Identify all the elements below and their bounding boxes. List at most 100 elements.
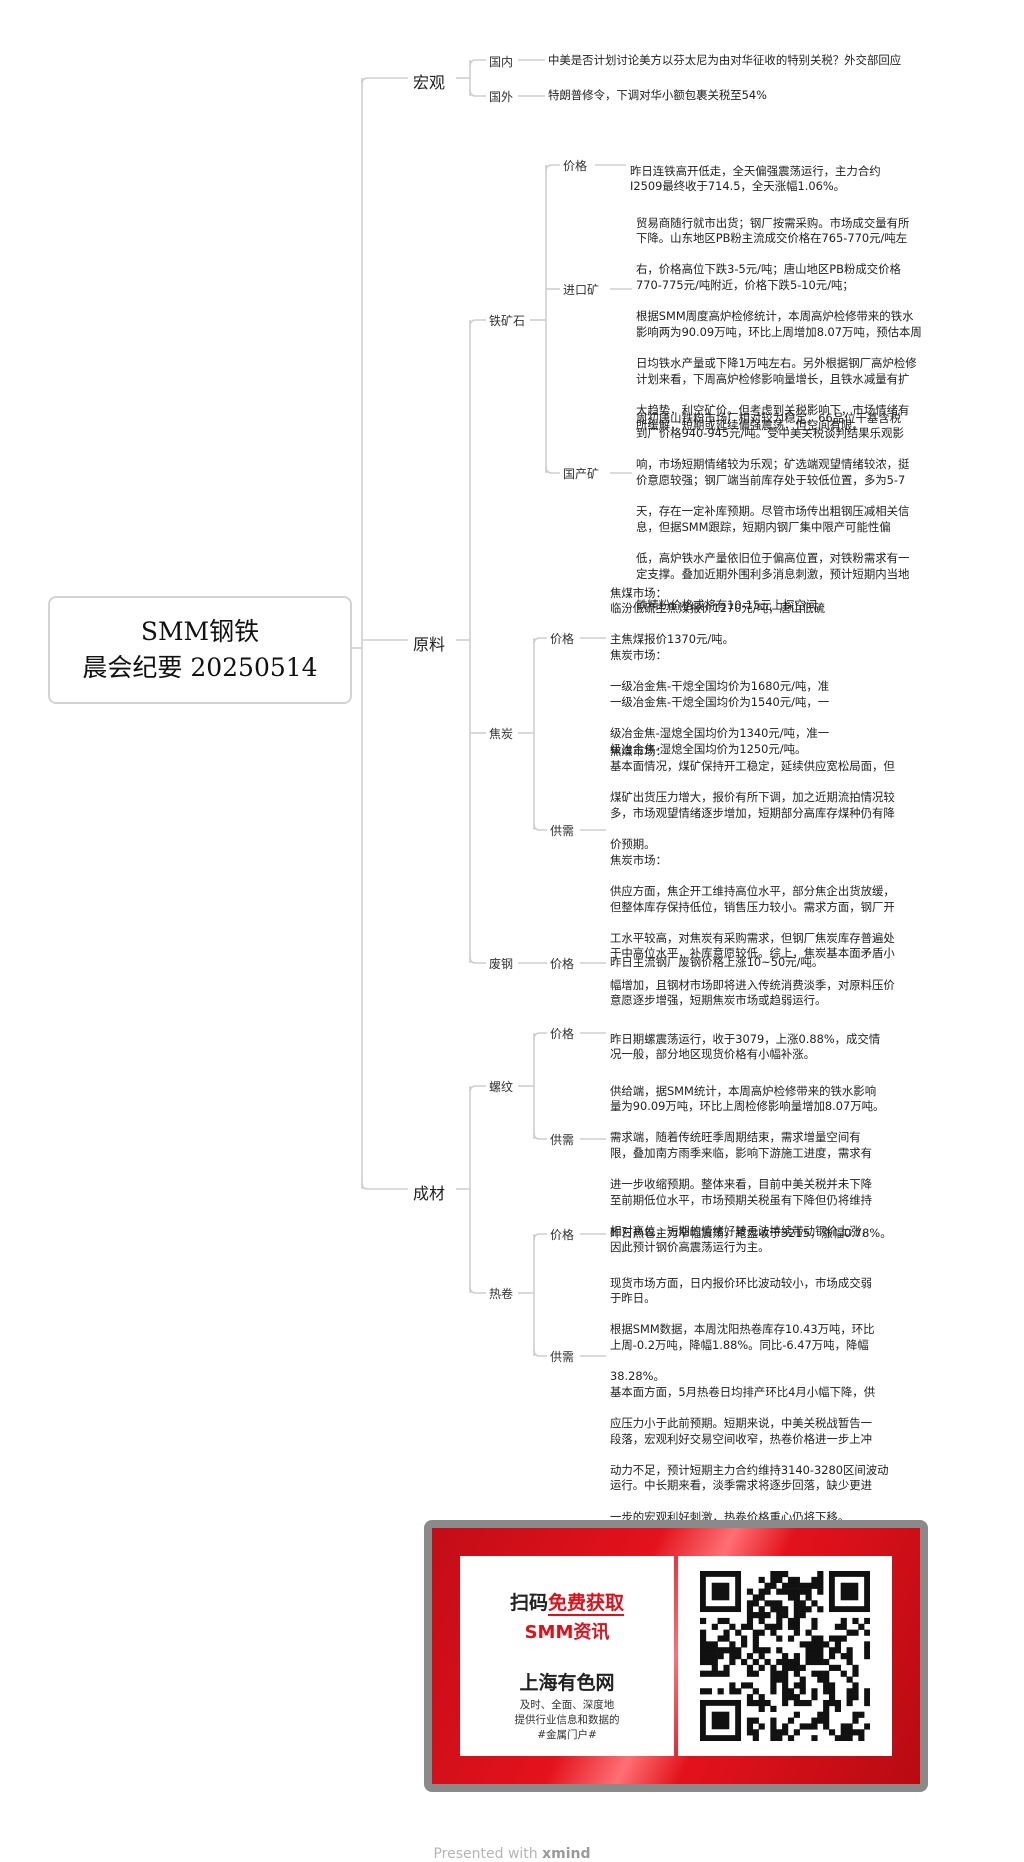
qr-module [746, 1600, 754, 1607]
qr-module [793, 1658, 800, 1666]
qr-module [700, 1629, 707, 1636]
qr-module [700, 1617, 707, 1625]
topic-macro[interactable]: 宏观 [409, 69, 450, 93]
topic-rebar-supply[interactable]: 供需 [548, 1131, 577, 1148]
qr-module [846, 1729, 853, 1736]
qr-module [705, 1641, 713, 1648]
qr-module [805, 1582, 812, 1589]
qr-module [817, 1582, 824, 1589]
qr-module [817, 1658, 824, 1666]
qr-module [793, 1600, 800, 1607]
topic-rebar[interactable]: 螺纹 [487, 1078, 516, 1095]
qr-module [770, 1571, 777, 1578]
qr-module [787, 1658, 795, 1666]
topic-domestic-ore[interactable]: 国产矿 [561, 465, 602, 482]
topic-finished-steel[interactable]: 成材 [409, 1180, 450, 1204]
qr-module [729, 1647, 736, 1654]
qr-module [828, 1688, 836, 1695]
qr-module [811, 1723, 818, 1730]
qr-module [770, 1676, 777, 1683]
qr-module [752, 1735, 759, 1741]
qr-module [700, 1670, 707, 1677]
qr-module [834, 1699, 841, 1707]
qr-module [811, 1600, 818, 1607]
qr-module [823, 1699, 830, 1707]
qr-module [852, 1729, 859, 1736]
qr-module [776, 1623, 783, 1630]
raw-branch-2 [469, 956, 486, 964]
qr-module [864, 1688, 870, 1695]
topic-coke[interactable]: 焦炭 [487, 725, 516, 742]
qr-module [805, 1699, 812, 1707]
qr-module [787, 1694, 795, 1701]
level1-branch-2 [361, 1182, 408, 1190]
topic-foreign[interactable]: 国外 [487, 88, 516, 105]
promo-description: 及时、全面、深度地提供行业信息和数据的#金属门户# [514, 1699, 620, 1741]
qr-module [700, 1658, 707, 1666]
promo-ticket[interactable]: 扫码免费获取 SMM资讯 上海有色网 及时、全面、深度地提供行业信息和数据的#金… [460, 1556, 892, 1756]
qr-module [828, 1699, 836, 1707]
topic-import-ore[interactable]: 进口矿 [561, 281, 602, 298]
qr-module [846, 1735, 853, 1741]
qr-module [776, 1600, 783, 1607]
topic-scrap-steel[interactable]: 废钢 [487, 955, 516, 972]
qr-module [817, 1606, 824, 1613]
qr-module [776, 1606, 783, 1613]
qr-finder-core [711, 1711, 730, 1730]
qr-module [817, 1647, 824, 1654]
qr-module [799, 1582, 806, 1589]
qr-module [758, 1617, 765, 1625]
qr-module [793, 1594, 800, 1601]
qr-module [782, 1606, 789, 1613]
qr-module [793, 1582, 800, 1589]
topic-hrc-price[interactable]: 价格 [548, 1226, 577, 1243]
coke-branch-1 [533, 823, 547, 831]
qr-module [840, 1653, 847, 1660]
topic-ore-price[interactable]: 价格 [561, 157, 590, 174]
qr-module [823, 1670, 830, 1677]
qr-module [799, 1641, 806, 1648]
qr-module [776, 1588, 783, 1595]
qr-module [817, 1653, 824, 1660]
qr-module [817, 1571, 824, 1578]
topic-iron-ore[interactable]: 铁矿石 [487, 312, 528, 329]
qr-module [787, 1617, 795, 1625]
qr-module [752, 1629, 759, 1636]
qr-module [776, 1729, 783, 1736]
qr-module [711, 1641, 718, 1648]
qr-module [782, 1664, 789, 1671]
promo-brand: 上海有色网 [519, 1672, 615, 1694]
qr-module [770, 1606, 777, 1613]
topic-hrc-supply[interactable]: 供需 [548, 1348, 577, 1365]
qr-module [782, 1588, 789, 1595]
qr-module [700, 1653, 707, 1660]
qr-module [770, 1729, 777, 1736]
qr-module [782, 1688, 789, 1695]
topic-hot-rolled-coil[interactable]: 热卷 [487, 1285, 516, 1302]
qr-module [823, 1641, 830, 1648]
topic-rebar-price[interactable]: 价格 [548, 1025, 577, 1042]
qr-module [823, 1676, 830, 1683]
topic-coke-supply[interactable]: 供需 [548, 822, 577, 839]
qr-module [846, 1658, 853, 1666]
qr-module [752, 1635, 759, 1642]
topic-raw-materials[interactable]: 原料 [409, 631, 450, 655]
qr-module [758, 1699, 765, 1707]
qr-module [711, 1623, 718, 1630]
qr-module [799, 1676, 806, 1683]
qr-module [823, 1723, 830, 1730]
qr-code-icon[interactable] [700, 1571, 870, 1741]
topic-scrap-price[interactable]: 价格 [548, 955, 577, 972]
qr-module [776, 1658, 783, 1666]
qr-module [723, 1635, 730, 1642]
topic-coke-price[interactable]: 价格 [548, 630, 577, 647]
qr-module [793, 1670, 800, 1677]
qr-module [787, 1717, 795, 1724]
topic-domestic[interactable]: 国内 [487, 53, 516, 70]
qr-module [776, 1635, 783, 1642]
qr-module [729, 1682, 736, 1689]
root-topic[interactable]: SMM钢铁 晨会纪要 20250514 [48, 596, 352, 704]
note-domestic-ore: 周初唐山铁粉市场厂相对较为稳定，66品位干基含税到厂价格940-945元/吨。受… [636, 410, 910, 612]
qr-module [776, 1735, 783, 1741]
qr-module [700, 1647, 707, 1654]
